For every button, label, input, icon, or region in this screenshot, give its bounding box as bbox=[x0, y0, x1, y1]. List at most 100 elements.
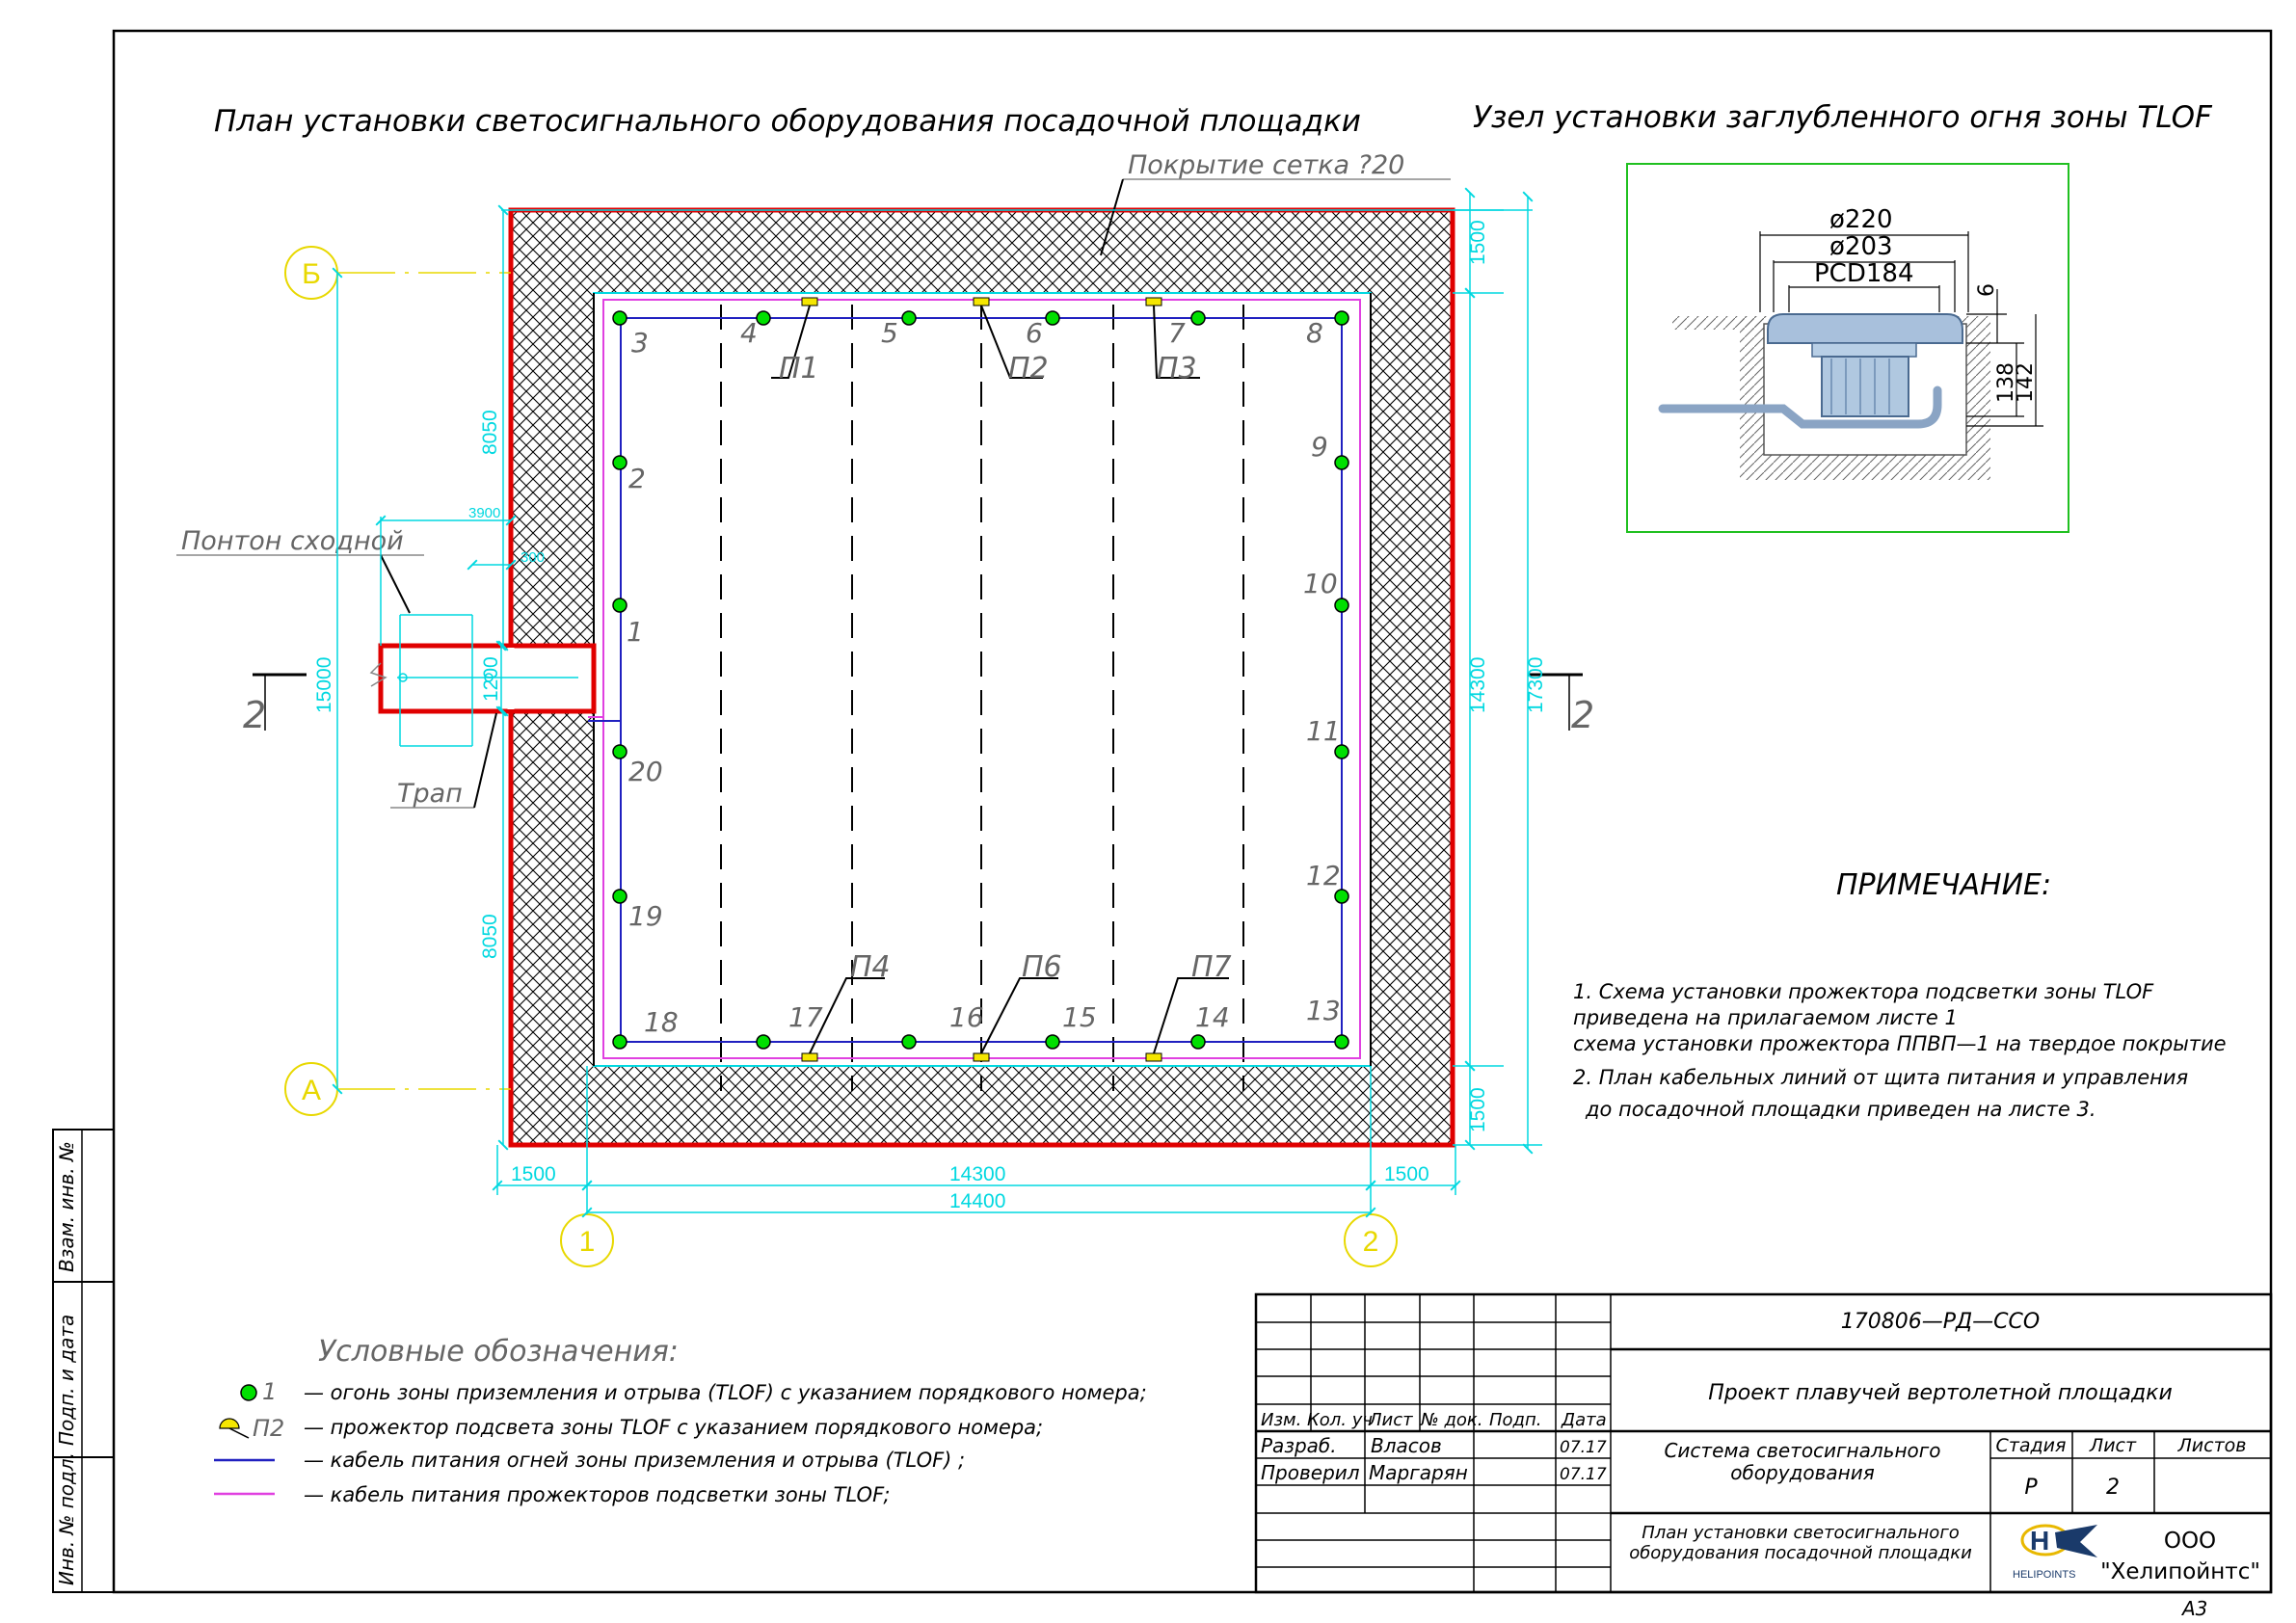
section-mark-right: 2 bbox=[1528, 673, 1594, 736]
detail-h142: 142 bbox=[2014, 362, 2038, 403]
dim-left-upper: 8050 bbox=[479, 410, 501, 455]
dim-bottom-mid: 14300 bbox=[949, 1163, 1005, 1185]
light-head bbox=[1767, 313, 1963, 344]
note-line: схема установки прожектора ППВП—1 на тве… bbox=[1573, 1032, 2227, 1055]
light-label: 8 bbox=[1306, 317, 1323, 349]
dim-bottom-left: 1500 bbox=[511, 1163, 556, 1185]
trap-callout: Трап bbox=[390, 712, 497, 809]
tlof-light bbox=[901, 1034, 917, 1050]
detail-d203: ø203 bbox=[1829, 232, 1893, 261]
floodlight: П7 bbox=[1145, 950, 1232, 1062]
helipoints-logo: H HELIPOINTS bbox=[2013, 1524, 2097, 1581]
logo-text: HELIPOINTS bbox=[2013, 1569, 2075, 1581]
tlof-light bbox=[1334, 598, 1349, 613]
stamp-sheet-title: План установки светосигнального оборудов… bbox=[1629, 1523, 1972, 1563]
stamp-col-kol: Кол. уч bbox=[1307, 1410, 1373, 1430]
dim-total-left: 15000 bbox=[313, 657, 335, 713]
flood-label: П2 bbox=[1008, 352, 1049, 386]
stamp-developer-role: Разраб. bbox=[1261, 1434, 1337, 1457]
tlof-light bbox=[612, 598, 627, 613]
section-label-left: 2 bbox=[243, 694, 266, 736]
tlof-light bbox=[1334, 744, 1349, 759]
axis-b: Б bbox=[284, 246, 511, 300]
notes-heading: ПРИМЕЧАНИЕ: bbox=[1836, 868, 2051, 902]
note-line: 2. План кабельных линий от щита питания … bbox=[1573, 1066, 2188, 1089]
floodlights: П1 П2 П3 П4 П6 П7 bbox=[771, 297, 1232, 1062]
tlof-cable bbox=[620, 317, 1343, 1043]
axis-1: 1 bbox=[560, 1213, 614, 1267]
section-mark-left: 2 bbox=[243, 673, 307, 736]
tlof-light-labels: 3 4 5 6 7 8 9 10 11 12 13 14 15 16 17 18… bbox=[627, 317, 1341, 1038]
legend: Условные обозначения: 1 — огонь зоны при… bbox=[214, 1335, 1147, 1506]
stamp-col-sign: Подп. bbox=[1489, 1410, 1541, 1430]
tlof-light bbox=[1334, 889, 1349, 904]
plan-title: План установки светосигнального оборудов… bbox=[214, 104, 1361, 139]
legend-flood-num: П2 bbox=[253, 1415, 284, 1442]
tlof-light bbox=[756, 310, 771, 326]
legend-light-num: 1 bbox=[262, 1378, 277, 1405]
tlof-area bbox=[593, 292, 1372, 1067]
tlof-light bbox=[901, 310, 917, 326]
legend-item-text: — кабель питания прожекторов подсветки з… bbox=[304, 1483, 890, 1506]
light-label: 3 bbox=[631, 327, 649, 359]
light-label: 10 bbox=[1303, 568, 1338, 599]
stamp-col-list: Лист bbox=[1368, 1410, 1413, 1430]
dim-left-lower: 8050 bbox=[479, 914, 501, 959]
stamp-sheets-label: Листов bbox=[2177, 1435, 2247, 1456]
dim-ponton-width: 3900 bbox=[468, 505, 500, 521]
floodlight: П2 bbox=[973, 297, 1049, 386]
note-line: до посадочной площадки приведен на листе… bbox=[1585, 1098, 2096, 1121]
tlof-light bbox=[1334, 310, 1349, 326]
stamp-developer-date: 07.17 bbox=[1560, 1438, 1607, 1457]
tlof-light bbox=[612, 1034, 627, 1050]
stamp-system: Система светосигнального оборудования bbox=[1664, 1440, 1941, 1484]
stamp-checker: Маргарян bbox=[1369, 1461, 1468, 1484]
stamp-stage: Р bbox=[2024, 1476, 2038, 1500]
tlof-light bbox=[1045, 1034, 1060, 1050]
drawing-frame bbox=[112, 29, 2273, 1594]
notes: ПРИМЕЧАНИЕ: 1. Схема установки прожектор… bbox=[1573, 868, 2227, 1121]
light-label: 6 bbox=[1026, 317, 1043, 349]
detail-d220: ø220 bbox=[1829, 205, 1893, 234]
svg-text:H: H bbox=[2030, 1526, 2049, 1556]
legend-item-text: — прожектор подсвета зоны TLOF с указани… bbox=[304, 1416, 1043, 1439]
flood-label: П7 bbox=[1191, 950, 1232, 984]
flood-label: П4 bbox=[850, 950, 891, 984]
ponton-label: Понтон сходной bbox=[181, 526, 404, 556]
stamp-col-doc: № док. bbox=[1420, 1410, 1483, 1430]
tlof-light bbox=[612, 889, 627, 904]
stamp-sheet-label: Лист bbox=[2089, 1435, 2137, 1456]
dim-right-outer: 17300 bbox=[1525, 657, 1547, 713]
light-body bbox=[1821, 356, 1909, 417]
floodlight: П3 bbox=[1145, 297, 1200, 386]
detail-h6: 6 bbox=[1975, 283, 1999, 297]
tlof-light bbox=[1334, 455, 1349, 470]
axis-1-label: 1 bbox=[579, 1226, 596, 1258]
legend-item-text: — кабель питания огней зоны приземления … bbox=[304, 1449, 965, 1472]
stamp-col-date: Дата bbox=[1561, 1410, 1607, 1430]
ponton bbox=[369, 614, 597, 747]
tlof-light bbox=[1190, 310, 1206, 326]
light-label: 20 bbox=[628, 756, 663, 787]
light-label: 13 bbox=[1306, 995, 1341, 1026]
axis-2-label: 2 bbox=[1363, 1226, 1379, 1258]
axis-2: 2 bbox=[1344, 1213, 1398, 1267]
light-label: 5 bbox=[881, 317, 898, 349]
section-label-right: 2 bbox=[1571, 694, 1594, 736]
light-label: 18 bbox=[644, 1006, 679, 1038]
detail-pcd: PCD184 bbox=[1814, 259, 1913, 288]
tlof-light bbox=[612, 744, 627, 759]
side-inv-orig: Инв. № подл. bbox=[55, 1452, 78, 1585]
detail-inset: ø220 ø203 PCD184 6 138 142 bbox=[1626, 163, 2069, 533]
light-label: 1 bbox=[627, 616, 644, 648]
stamp-format: А3 bbox=[2180, 1597, 2207, 1620]
flood-label: П3 bbox=[1157, 352, 1197, 386]
legend-item-text: — огонь зоны приземления и отрыва (TLOF)… bbox=[304, 1381, 1147, 1404]
light-label: 4 bbox=[740, 317, 758, 349]
deck-panel-lines bbox=[720, 305, 1244, 1091]
coating-callout: Покрытие сетка ?20 bbox=[1100, 150, 1451, 256]
light-label: 16 bbox=[949, 1001, 984, 1033]
light-label: 15 bbox=[1062, 1001, 1097, 1033]
stamp-company: "Хелипойнтс" bbox=[2100, 1559, 2260, 1584]
stamp-checker-date: 07.17 bbox=[1560, 1465, 1607, 1484]
